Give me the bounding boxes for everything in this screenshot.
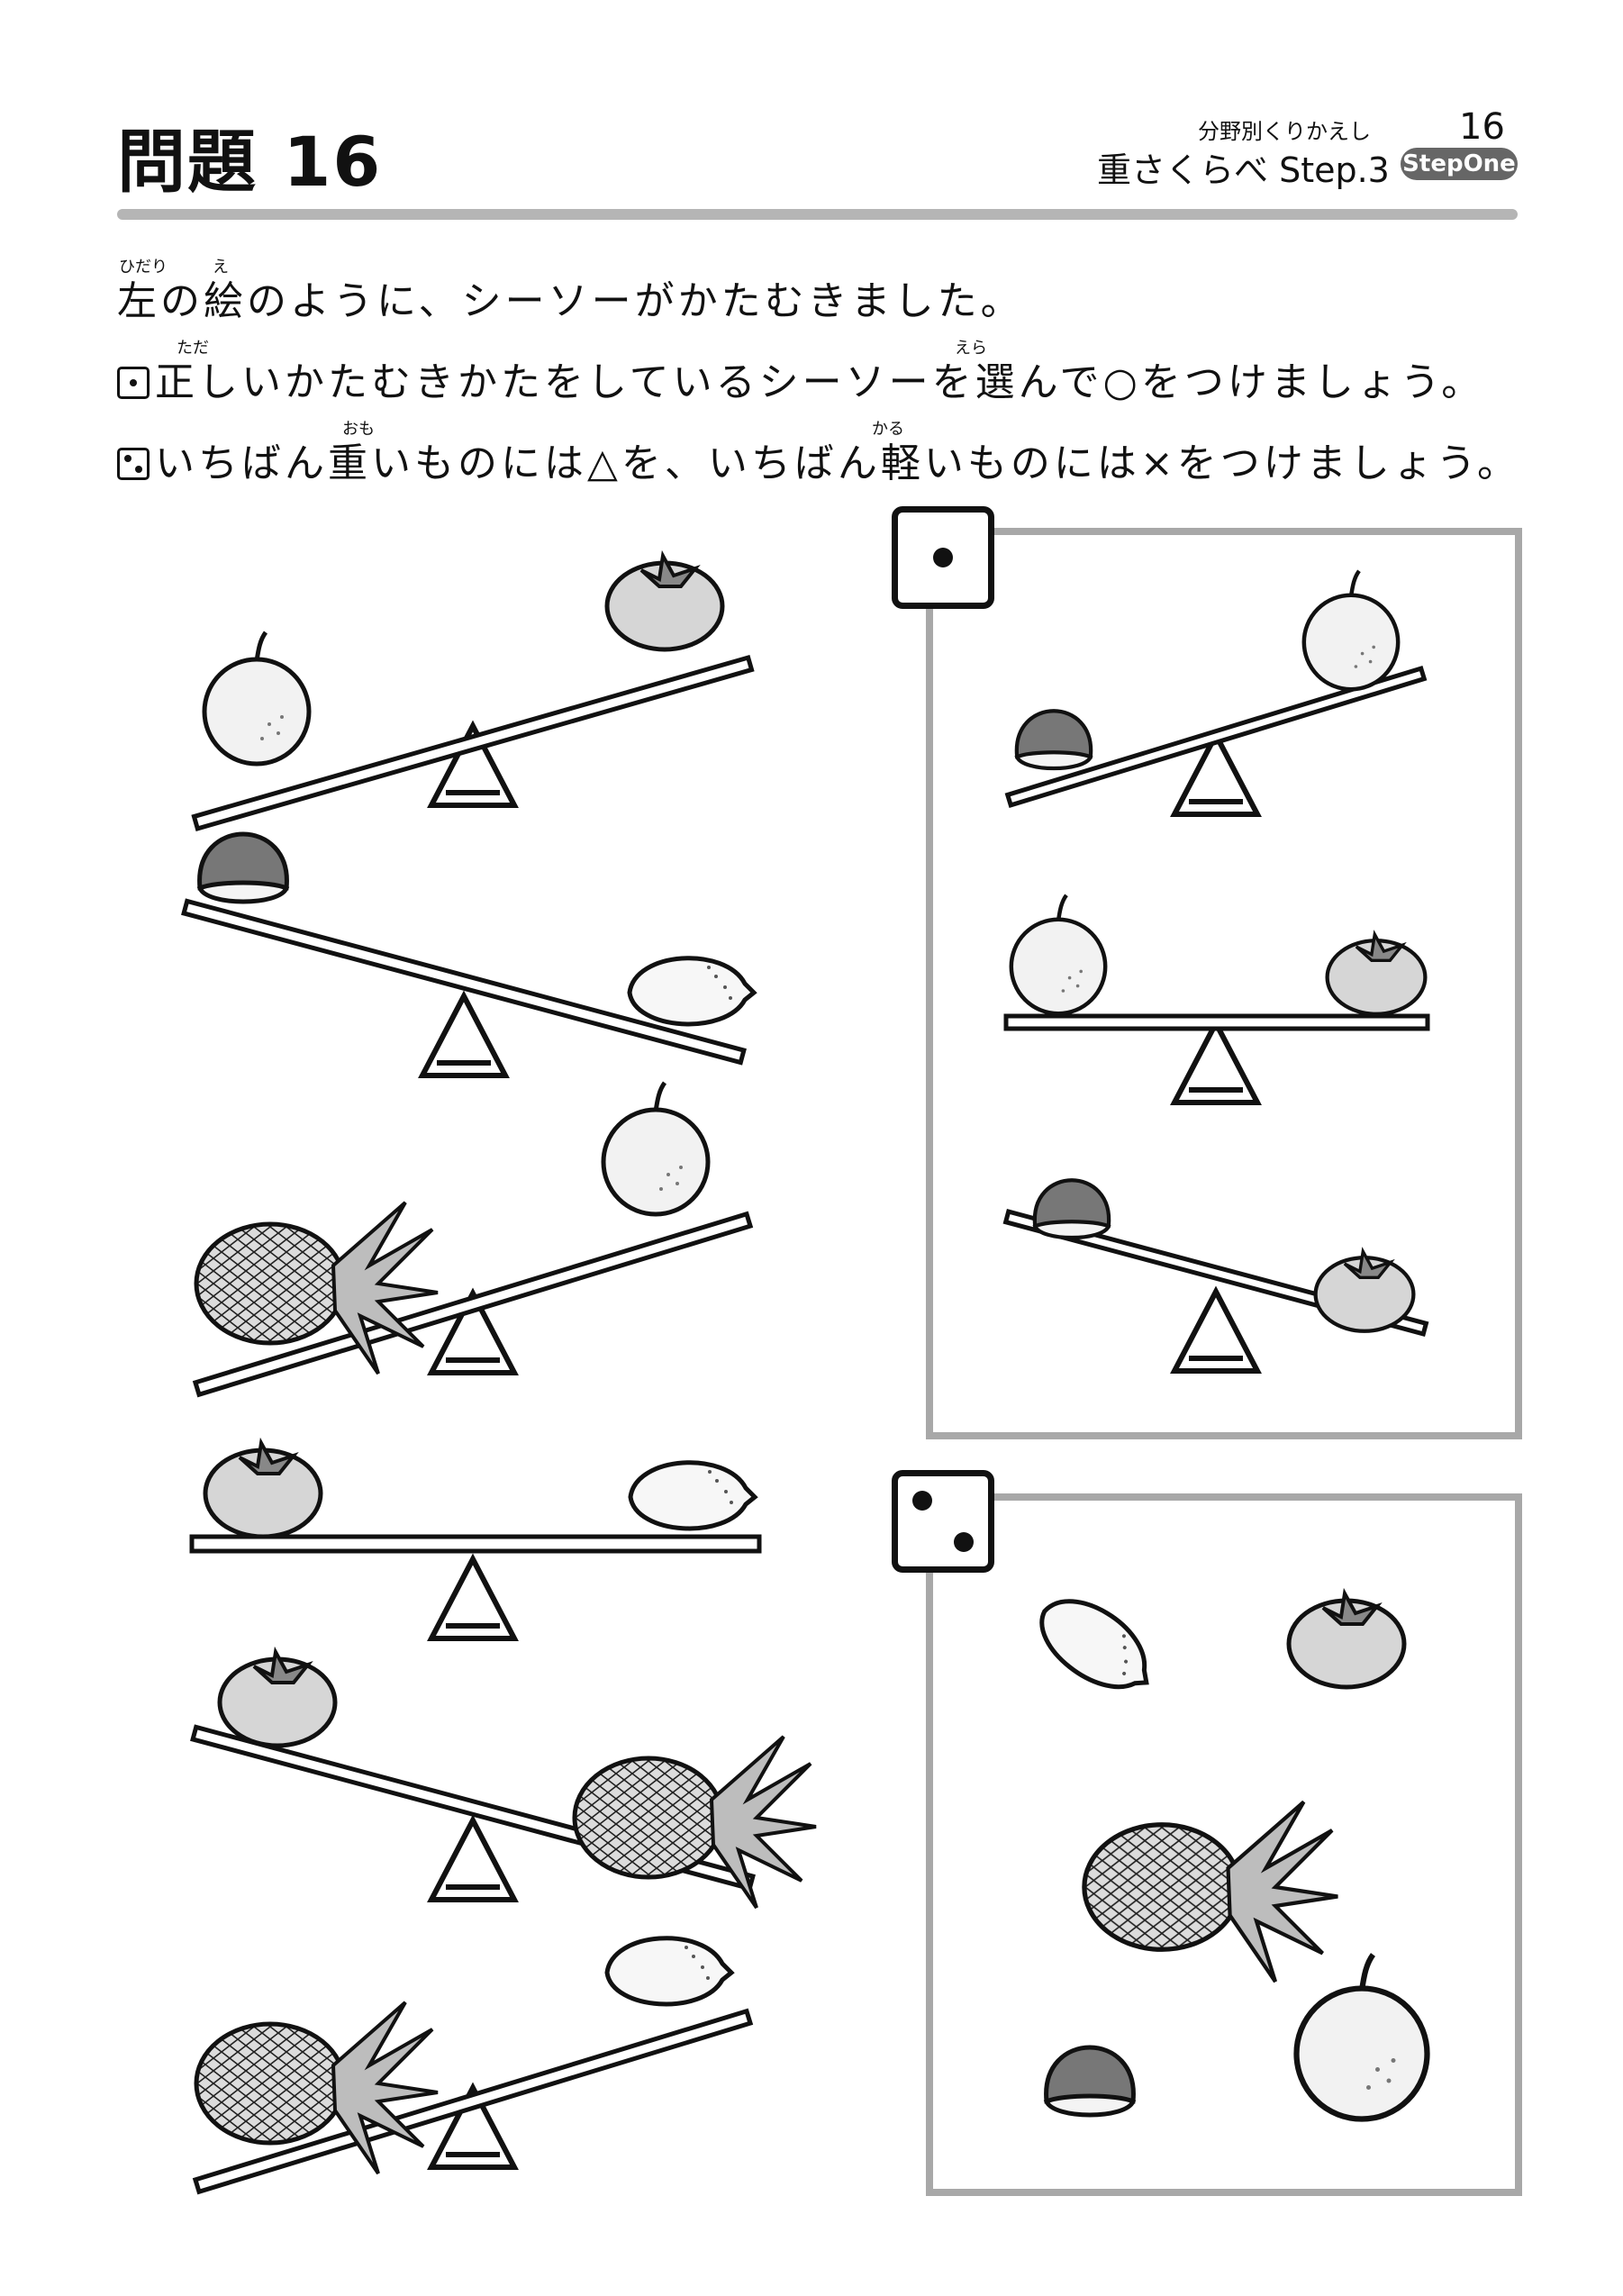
series-label: 分野別くりかえし <box>1198 119 1371 144</box>
chestnut-icon <box>1035 1180 1109 1238</box>
answer-panel-1 <box>926 528 1522 1439</box>
persimmon-icon <box>1316 1251 1414 1330</box>
die-one-mini-icon <box>117 367 150 399</box>
topic-label: 重さくらべ Step.3 <box>1097 150 1390 190</box>
page-number: 16 <box>1459 106 1505 148</box>
die-two-mini-icon <box>117 448 150 480</box>
step-one-badge: StepOne <box>1401 148 1518 180</box>
persimmon-icon <box>205 1443 321 1537</box>
ruby-era: えら <box>955 339 987 358</box>
apple-icon <box>1011 895 1105 1013</box>
answer-panel-2 <box>926 1493 1522 2196</box>
option-lemon[interactable] <box>1027 1583 1166 1708</box>
option-pineapple[interactable] <box>1084 1801 1337 1982</box>
option-seesaw-1[interactable] <box>1004 571 1428 814</box>
seesaw-5 <box>190 1652 816 1908</box>
header-divider <box>117 209 1518 220</box>
instruction-line-3: いちばん重いものには△を、いちばん軽いものには×をつけましょう。 <box>155 440 1521 486</box>
persimmon-icon <box>220 1652 335 1746</box>
page-title: 問題 16 <box>117 122 383 202</box>
persimmon-icon <box>1328 934 1426 1013</box>
apple-icon <box>204 632 309 764</box>
persimmon-icon <box>607 556 722 649</box>
lemon-icon <box>630 958 754 1024</box>
apple-icon <box>603 1083 708 1214</box>
instruction-line-2: 正しいかたむきかたをしているシーソーを選んで○をつけましょう。 <box>155 359 1485 405</box>
option-seesaw-3[interactable] <box>1002 1180 1429 1371</box>
instruction-line-1: 左の絵のように、シーソーがかたむきました。 <box>117 278 1024 324</box>
die-face-one-icon <box>892 506 994 609</box>
ruby-e: え <box>213 258 229 277</box>
lemon-icon <box>607 1938 731 2004</box>
ruby-hidari: ひだり <box>119 258 168 277</box>
ruby-karu: かる <box>872 420 904 439</box>
option-persimmon[interactable] <box>1289 1593 1404 1687</box>
chestnut-icon <box>200 834 287 902</box>
die-face-two-icon <box>892 1470 994 1573</box>
seesaw-3 <box>192 1083 754 1398</box>
ruby-omo: おも <box>342 420 375 439</box>
apple-icon <box>1304 571 1398 689</box>
seesaw-2 <box>181 834 754 1075</box>
lemon-icon <box>630 1463 755 1529</box>
option-seesaw-2[interactable] <box>1003 895 1430 1103</box>
ruby-tada: ただ <box>177 339 209 358</box>
pineapple-icon <box>575 1737 816 1908</box>
seesaw-4 <box>189 1443 762 1638</box>
chestnut-icon <box>1017 711 1091 768</box>
option-apple[interactable] <box>1297 1955 1428 2119</box>
seesaw-1 <box>191 556 755 832</box>
seesaw-6 <box>192 1938 754 2195</box>
option-chestnut[interactable] <box>1047 2047 1134 2115</box>
